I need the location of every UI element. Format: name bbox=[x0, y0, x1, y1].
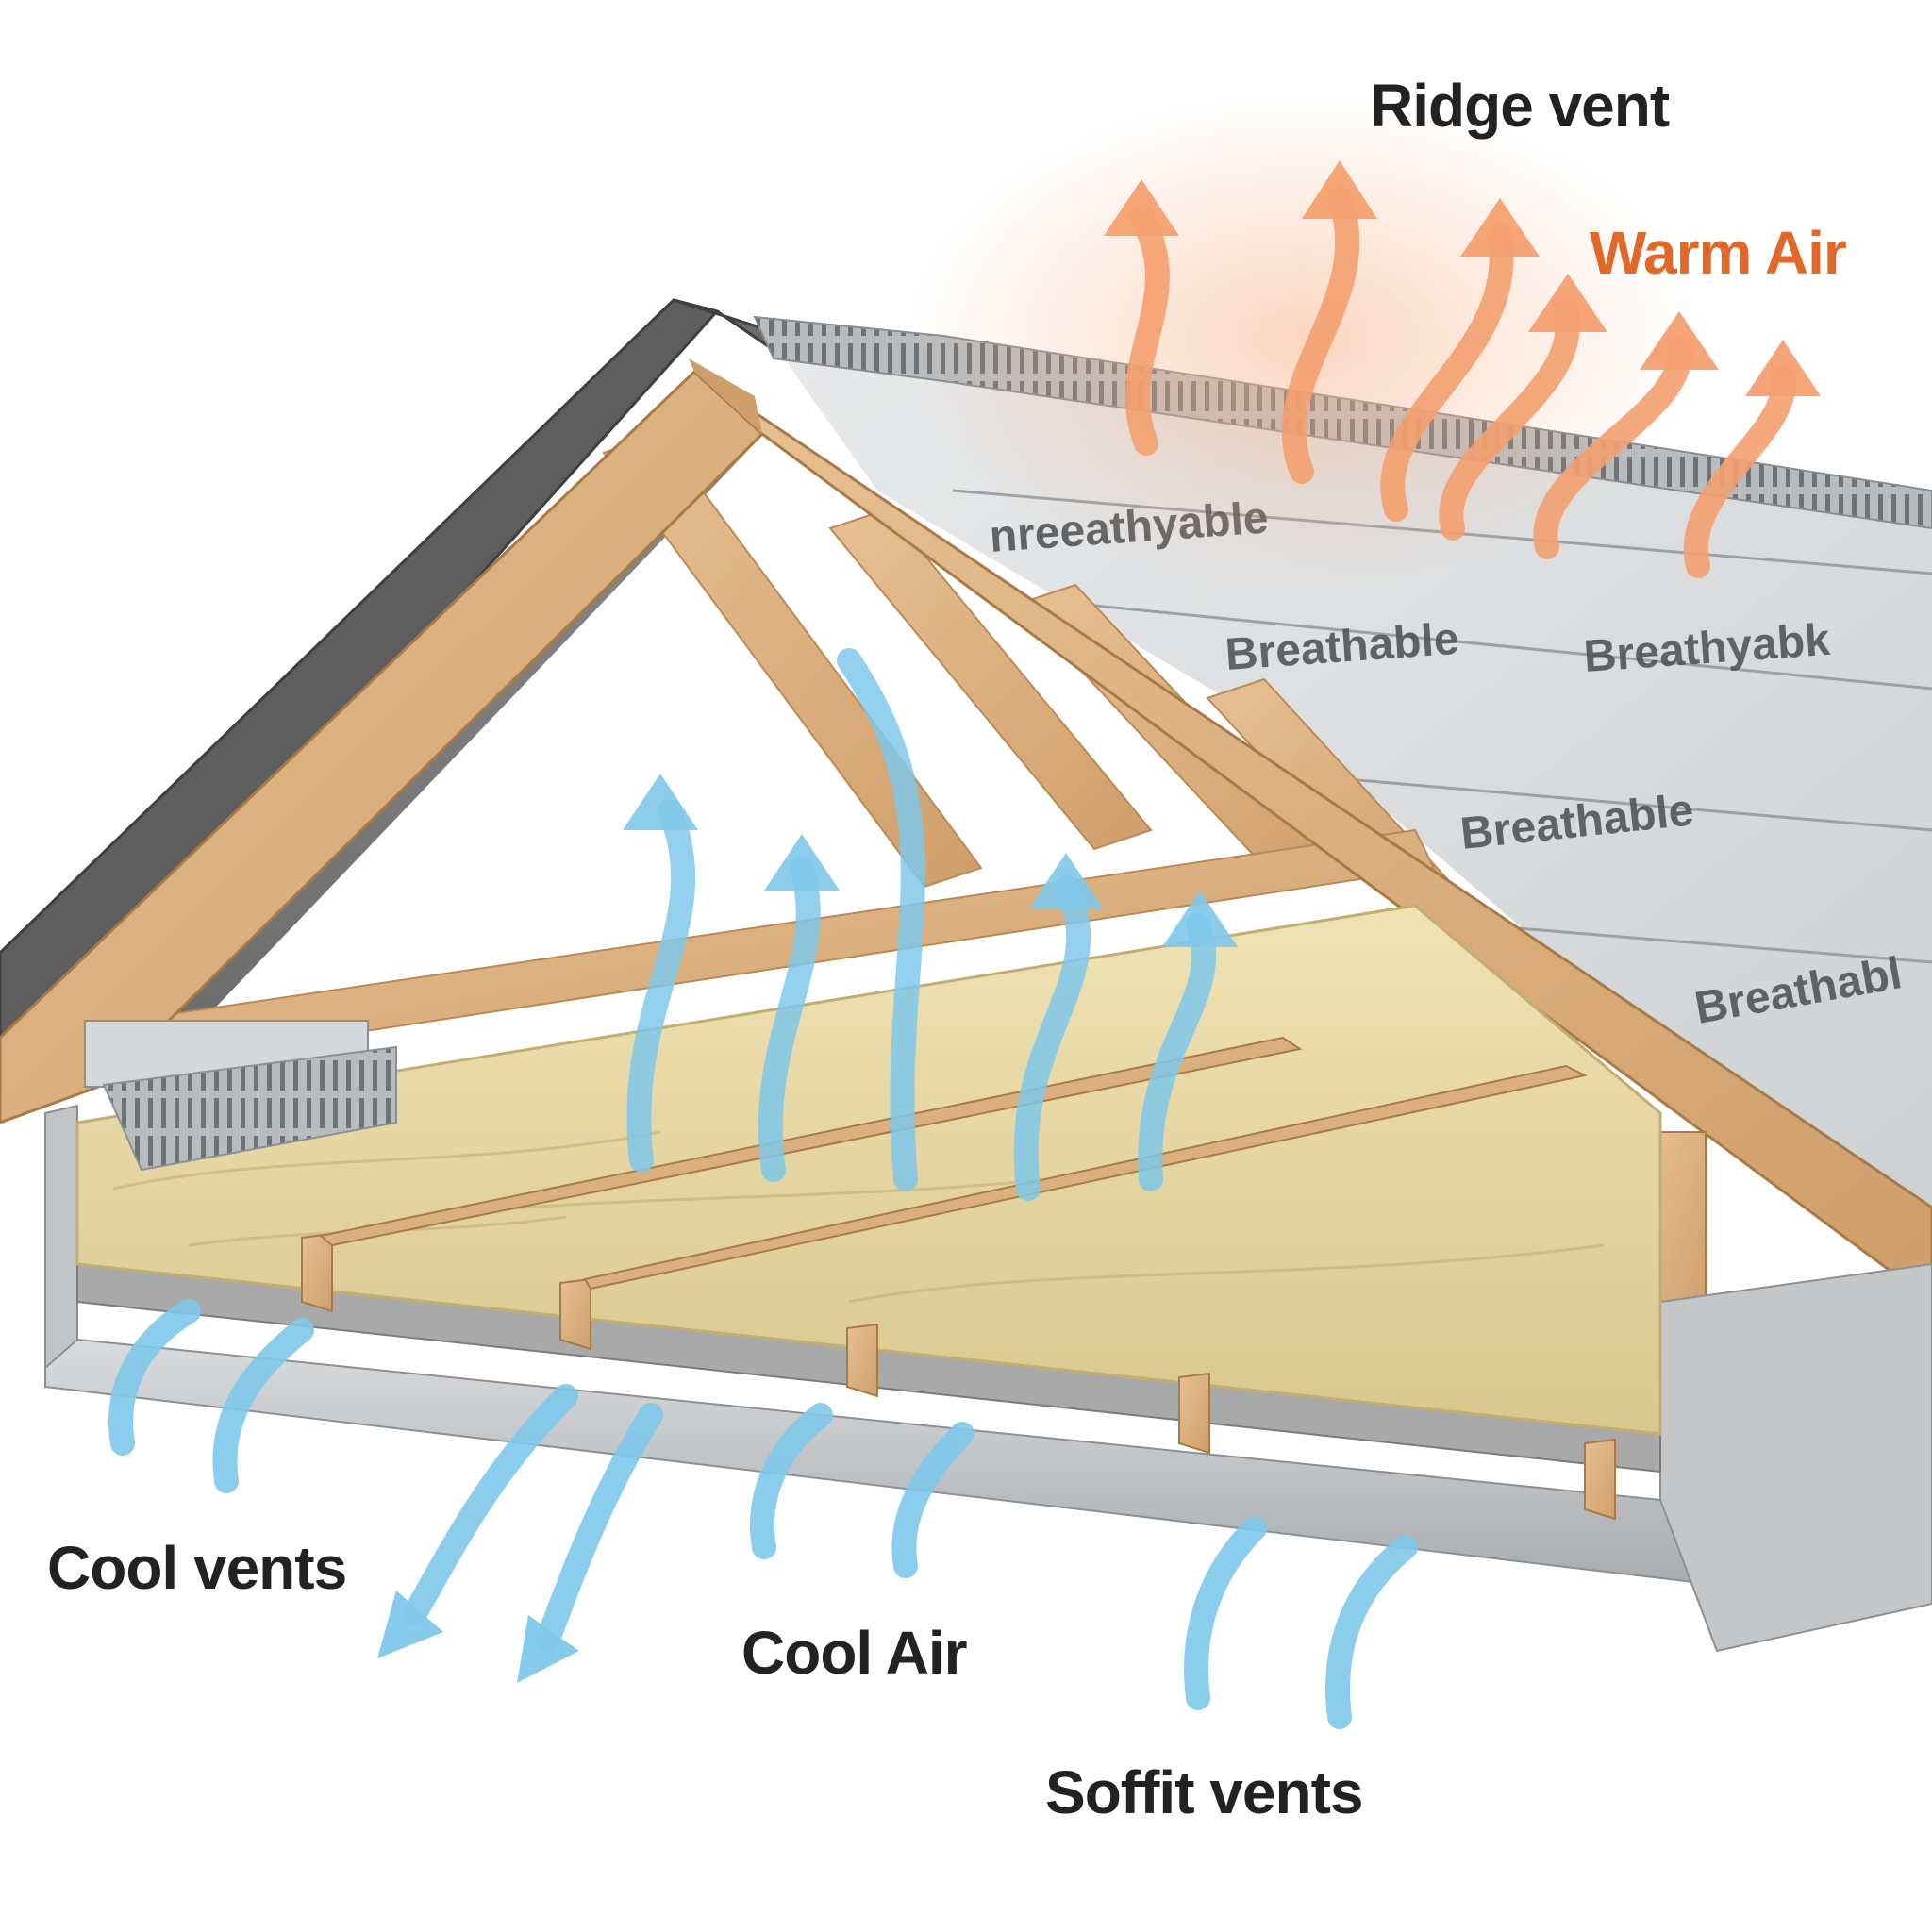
attic-arrow-1 bbox=[626, 799, 696, 1173]
warm-air-label: Warm Air bbox=[1590, 219, 1847, 287]
soffit-arrow-4 bbox=[535, 1403, 663, 1654]
warm-arrow-1 bbox=[1124, 205, 1170, 456]
warm-arrow-3 bbox=[1380, 224, 1514, 522]
attic-arrow-2 bbox=[758, 856, 821, 1182]
soffit-arrow-1 bbox=[108, 1299, 201, 1456]
attic-arrow-4 bbox=[1013, 874, 1091, 1201]
attic-cool-arrows bbox=[626, 648, 1217, 1201]
ridge-vent-label: Ridge vent bbox=[1370, 72, 1670, 140]
soffit-cool-arrowheads bbox=[377, 1591, 579, 1683]
ceiling-joists bbox=[301, 1036, 1616, 1521]
warm-arrow-4 bbox=[1439, 299, 1580, 541]
warm-arrow-5 bbox=[1533, 337, 1692, 559]
soffit-arrow-2 bbox=[212, 1318, 314, 1493]
soffit-arrow-8 bbox=[1325, 1535, 1418, 1729]
right-soffit-box bbox=[1659, 1262, 1932, 1653]
warm-air-glow bbox=[906, 94, 1698, 585]
left-gable-rafter bbox=[0, 369, 765, 1124]
baffle-vent bbox=[84, 1020, 397, 1172]
warm-arrow-2 bbox=[1281, 186, 1360, 484]
warm-air-arrowheads bbox=[1104, 160, 1821, 396]
ridge-peak-block bbox=[689, 358, 762, 434]
attic-arrow-3 bbox=[837, 648, 925, 1191]
soffit-cool-arrows bbox=[108, 1299, 1418, 1729]
soffit-arrow-3 bbox=[403, 1384, 578, 1625]
warm-arrow-6 bbox=[1683, 365, 1796, 578]
soffit-arrow-6 bbox=[891, 1422, 974, 1578]
cool-vents-label: Cool vents bbox=[47, 1534, 347, 1602]
warm-air-arrows bbox=[1124, 186, 1796, 578]
attic-arrow-5 bbox=[1138, 912, 1217, 1191]
soffit-arrow-7 bbox=[1184, 1516, 1267, 1710]
attic-cool-arrowheads bbox=[623, 774, 1238, 947]
soffit-vents-label: Soffit vents bbox=[1045, 1758, 1363, 1826]
cool-air-label: Cool Air bbox=[741, 1619, 967, 1687]
soffit-arrow-5 bbox=[750, 1403, 833, 1559]
